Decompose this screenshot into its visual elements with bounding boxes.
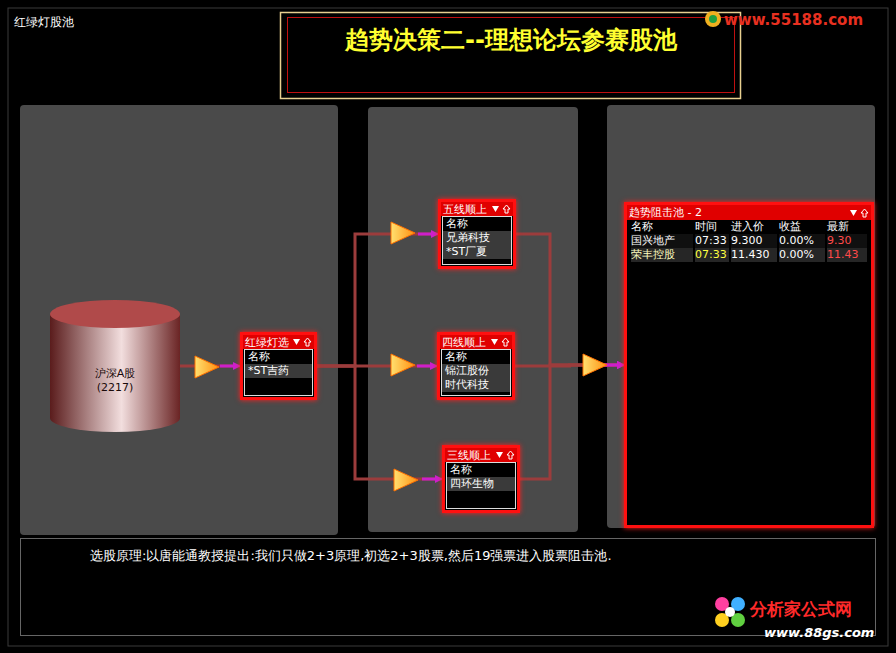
connector-tip xyxy=(418,233,432,236)
cylinder-text: (2217) xyxy=(97,381,134,394)
label-holder: 红绿灯股池 xyxy=(14,11,74,31)
filter-box: 四线顺上名称锦江股份时代科技 xyxy=(437,332,515,400)
stock-row: 兄弟科技 xyxy=(443,231,511,245)
stock-row: *ST吉药 xyxy=(245,364,312,378)
stock-row: 时代科技 xyxy=(442,378,510,392)
connector-tip xyxy=(422,478,436,481)
table-cell: 07:33 xyxy=(695,248,729,262)
title-text: 趋势决策二--理想论坛参赛股池 xyxy=(345,24,677,56)
header-icons xyxy=(495,450,515,460)
title-inner-frame xyxy=(288,18,735,93)
stock-row: 锦江股份 xyxy=(442,364,510,378)
flower-logo xyxy=(715,597,745,627)
box-body: 名称四环生物 xyxy=(446,462,516,509)
header-icons xyxy=(849,208,869,218)
box-title: 四线顺上 xyxy=(442,335,486,350)
watermark-logo xyxy=(705,11,721,27)
box-title: 三线顺上 xyxy=(447,448,491,463)
filter-triangle xyxy=(394,469,418,491)
header-icons xyxy=(490,337,510,347)
filter-box: 红绿灯选名称*ST吉药 xyxy=(240,332,317,400)
box-title: 红绿灯选 xyxy=(245,335,289,350)
filter-triangle xyxy=(195,356,219,378)
stock-pool-box: 趋势阻击池 - 2名称时间进入价收益最新国兴地产07:339.3000.00%9… xyxy=(624,202,874,528)
filter-box: 五线顺上名称兄弟科技*ST厂夏 xyxy=(438,199,516,269)
cylinder-text: 沪深A股 xyxy=(95,366,136,381)
pool-table: 名称时间进入价收益最新国兴地产07:339.3000.00%9.30 荣丰控股07… xyxy=(627,220,871,262)
panel xyxy=(607,105,875,528)
box-body: 名称*ST吉药 xyxy=(244,349,313,396)
box-body: 名称兄弟科技*ST厂夏 xyxy=(442,216,512,265)
table-header: 收益 xyxy=(779,220,825,234)
stock-row: 四环生物 xyxy=(447,477,515,491)
box-header: 四线顺上 xyxy=(440,335,512,349)
annotation-label: 红绿灯股池 xyxy=(14,15,74,29)
title-frame xyxy=(281,13,741,99)
title-box: 趋势决策二--理想论坛参赛股池 xyxy=(288,18,734,62)
column-header: 名称 xyxy=(447,463,515,477)
cylinder-shape xyxy=(50,300,180,432)
table-cell: 9.300 xyxy=(731,234,777,248)
box-header: 五线顺上 xyxy=(441,202,513,216)
connector-tip xyxy=(417,365,431,368)
table-cell: 国兴地产 xyxy=(631,234,693,248)
table-header: 最新 xyxy=(827,220,867,234)
table-cell: 11.43 xyxy=(827,248,867,262)
database-cylinder: 沪深A股(2217) xyxy=(50,300,180,432)
caption-holder: 选股原理:以唐能通教授提出:我们只做2+3原理,初选2+3股票,然后19强票进入… xyxy=(90,545,860,565)
column-header: 名称 xyxy=(245,350,312,364)
table-cell: 0.00% xyxy=(779,248,825,262)
filter-box: 三线顺上名称四环生物 xyxy=(442,445,520,513)
table-cell: 07:33 xyxy=(695,234,729,248)
column-header: 名称 xyxy=(442,350,510,364)
label-holder: www.55188.com xyxy=(724,10,863,29)
panel xyxy=(368,107,578,532)
annotation-label: www.55188.com xyxy=(724,11,863,29)
box-header: 红绿灯选 xyxy=(243,335,314,349)
flow-connector xyxy=(317,366,442,479)
filter-triangle xyxy=(391,354,415,376)
pool-title: 趋势阻击池 - 2 xyxy=(629,205,702,220)
table-cell: 11.430 xyxy=(731,248,777,262)
cylinder-label: 沪深A股(2217) xyxy=(50,300,180,446)
flow-connector xyxy=(317,234,438,366)
panel xyxy=(20,105,338,535)
stock-row: *ST厂夏 xyxy=(443,245,511,259)
annotation-label: 分析家公式网 xyxy=(750,599,852,619)
box-title: 五线顺上 xyxy=(443,202,487,217)
label-holder: 分析家公式网 xyxy=(750,598,852,621)
table-header: 时间 xyxy=(695,220,729,234)
caption-box xyxy=(21,539,876,636)
annotation-label: www.88gs.com xyxy=(764,625,874,640)
label-holder: www.88gs.com xyxy=(764,622,874,641)
table-cell: 0.00% xyxy=(779,234,825,248)
connector-tip xyxy=(220,365,234,368)
flow-connector xyxy=(520,365,624,479)
table-header: 名称 xyxy=(631,220,693,234)
header-icons xyxy=(491,204,511,214)
column-header: 名称 xyxy=(443,217,511,231)
outer-frame xyxy=(8,8,888,646)
header-icons xyxy=(292,337,312,347)
flow-connector xyxy=(516,234,624,365)
table-cell: 9.30 xyxy=(827,234,867,248)
filter-triangle xyxy=(391,222,415,244)
box-body: 名称锦江股份时代科技 xyxy=(441,349,511,396)
pool-header: 趋势阻击池 - 2 xyxy=(627,205,871,220)
table-cell: 荣丰控股 xyxy=(631,248,693,262)
filter-triangle xyxy=(583,354,607,376)
table-header: 进入价 xyxy=(731,220,777,234)
box-header: 三线顺上 xyxy=(445,448,517,462)
caption-text: 选股原理:以唐能通教授提出:我们只做2+3原理,初选2+3股票,然后19强票进入… xyxy=(90,548,612,563)
